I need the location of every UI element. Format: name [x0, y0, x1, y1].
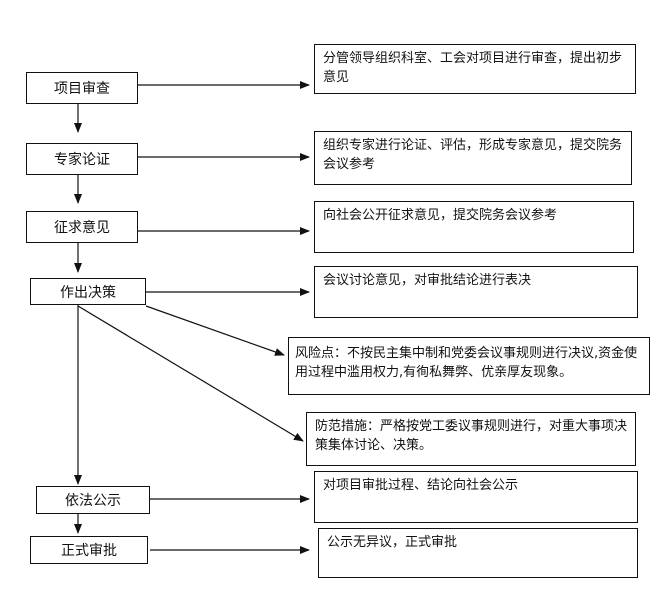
note-publicize-text: 对项目审批过程、结论向社会公示	[323, 478, 519, 493]
note-prevent: 防范措施：严格按党工委议事规则进行，对重大事项决策集体讨论、决策。	[306, 412, 636, 466]
step-review: 项目审查	[26, 72, 138, 104]
note-solicit: 向社会公开征求意见，提交院务会议参考	[314, 201, 634, 253]
note-review-text: 分管领导组织科室、工会对项目进行审查，提出初步意见	[323, 51, 623, 85]
note-risk-text: 风险点：不按民主集中制和党委会议事规则进行决议,资金使用过程中滥用权力,有徇私舞…	[295, 346, 638, 380]
note-approve: 公示无异议，正式审批	[318, 528, 638, 578]
step-approve-label: 正式审批	[61, 543, 117, 559]
step-publicize: 依法公示	[36, 486, 150, 514]
step-publicize-label: 依法公示	[65, 493, 121, 509]
note-risk: 风险点：不按民主集中制和党委会议事规则进行决议,资金使用过程中滥用权力,有徇私舞…	[288, 337, 650, 395]
step-solicit: 征求意见	[26, 211, 138, 243]
step-decide: 作出决策	[30, 278, 146, 305]
step-expert-label: 专家论证	[54, 152, 110, 168]
note-decide: 会议讨论意见，对审批结论进行表决	[314, 266, 638, 318]
note-prevent-text: 防范措施：严格按党工委议事规则进行，对重大事项决策集体讨论、决策。	[315, 419, 628, 453]
step-approve: 正式审批	[30, 536, 148, 564]
note-solicit-text: 向社会公开征求意见，提交院务会议参考	[323, 208, 558, 223]
note-expert-text: 组织专家进行论证、评估，形成专家意见，提交院务会议参考	[323, 138, 623, 172]
step-solicit-label: 征求意见	[54, 220, 110, 236]
arrow-decide-to-risk	[145, 305, 285, 356]
note-expert: 组织专家进行论证、评估，形成专家意见，提交院务会议参考	[314, 131, 632, 185]
arrow-decide-to-prevent	[77, 305, 304, 442]
note-publicize: 对项目审批过程、结论向社会公示	[314, 471, 638, 523]
note-decide-text: 会议讨论意见，对审批结论进行表决	[323, 273, 532, 288]
note-review: 分管领导组织科室、工会对项目进行审查，提出初步意见	[314, 44, 636, 94]
note-approve-text: 公示无异议，正式审批	[327, 535, 458, 550]
step-review-label: 项目审查	[54, 81, 110, 97]
step-decide-label: 作出决策	[60, 284, 116, 301]
step-expert: 专家论证	[26, 143, 138, 175]
